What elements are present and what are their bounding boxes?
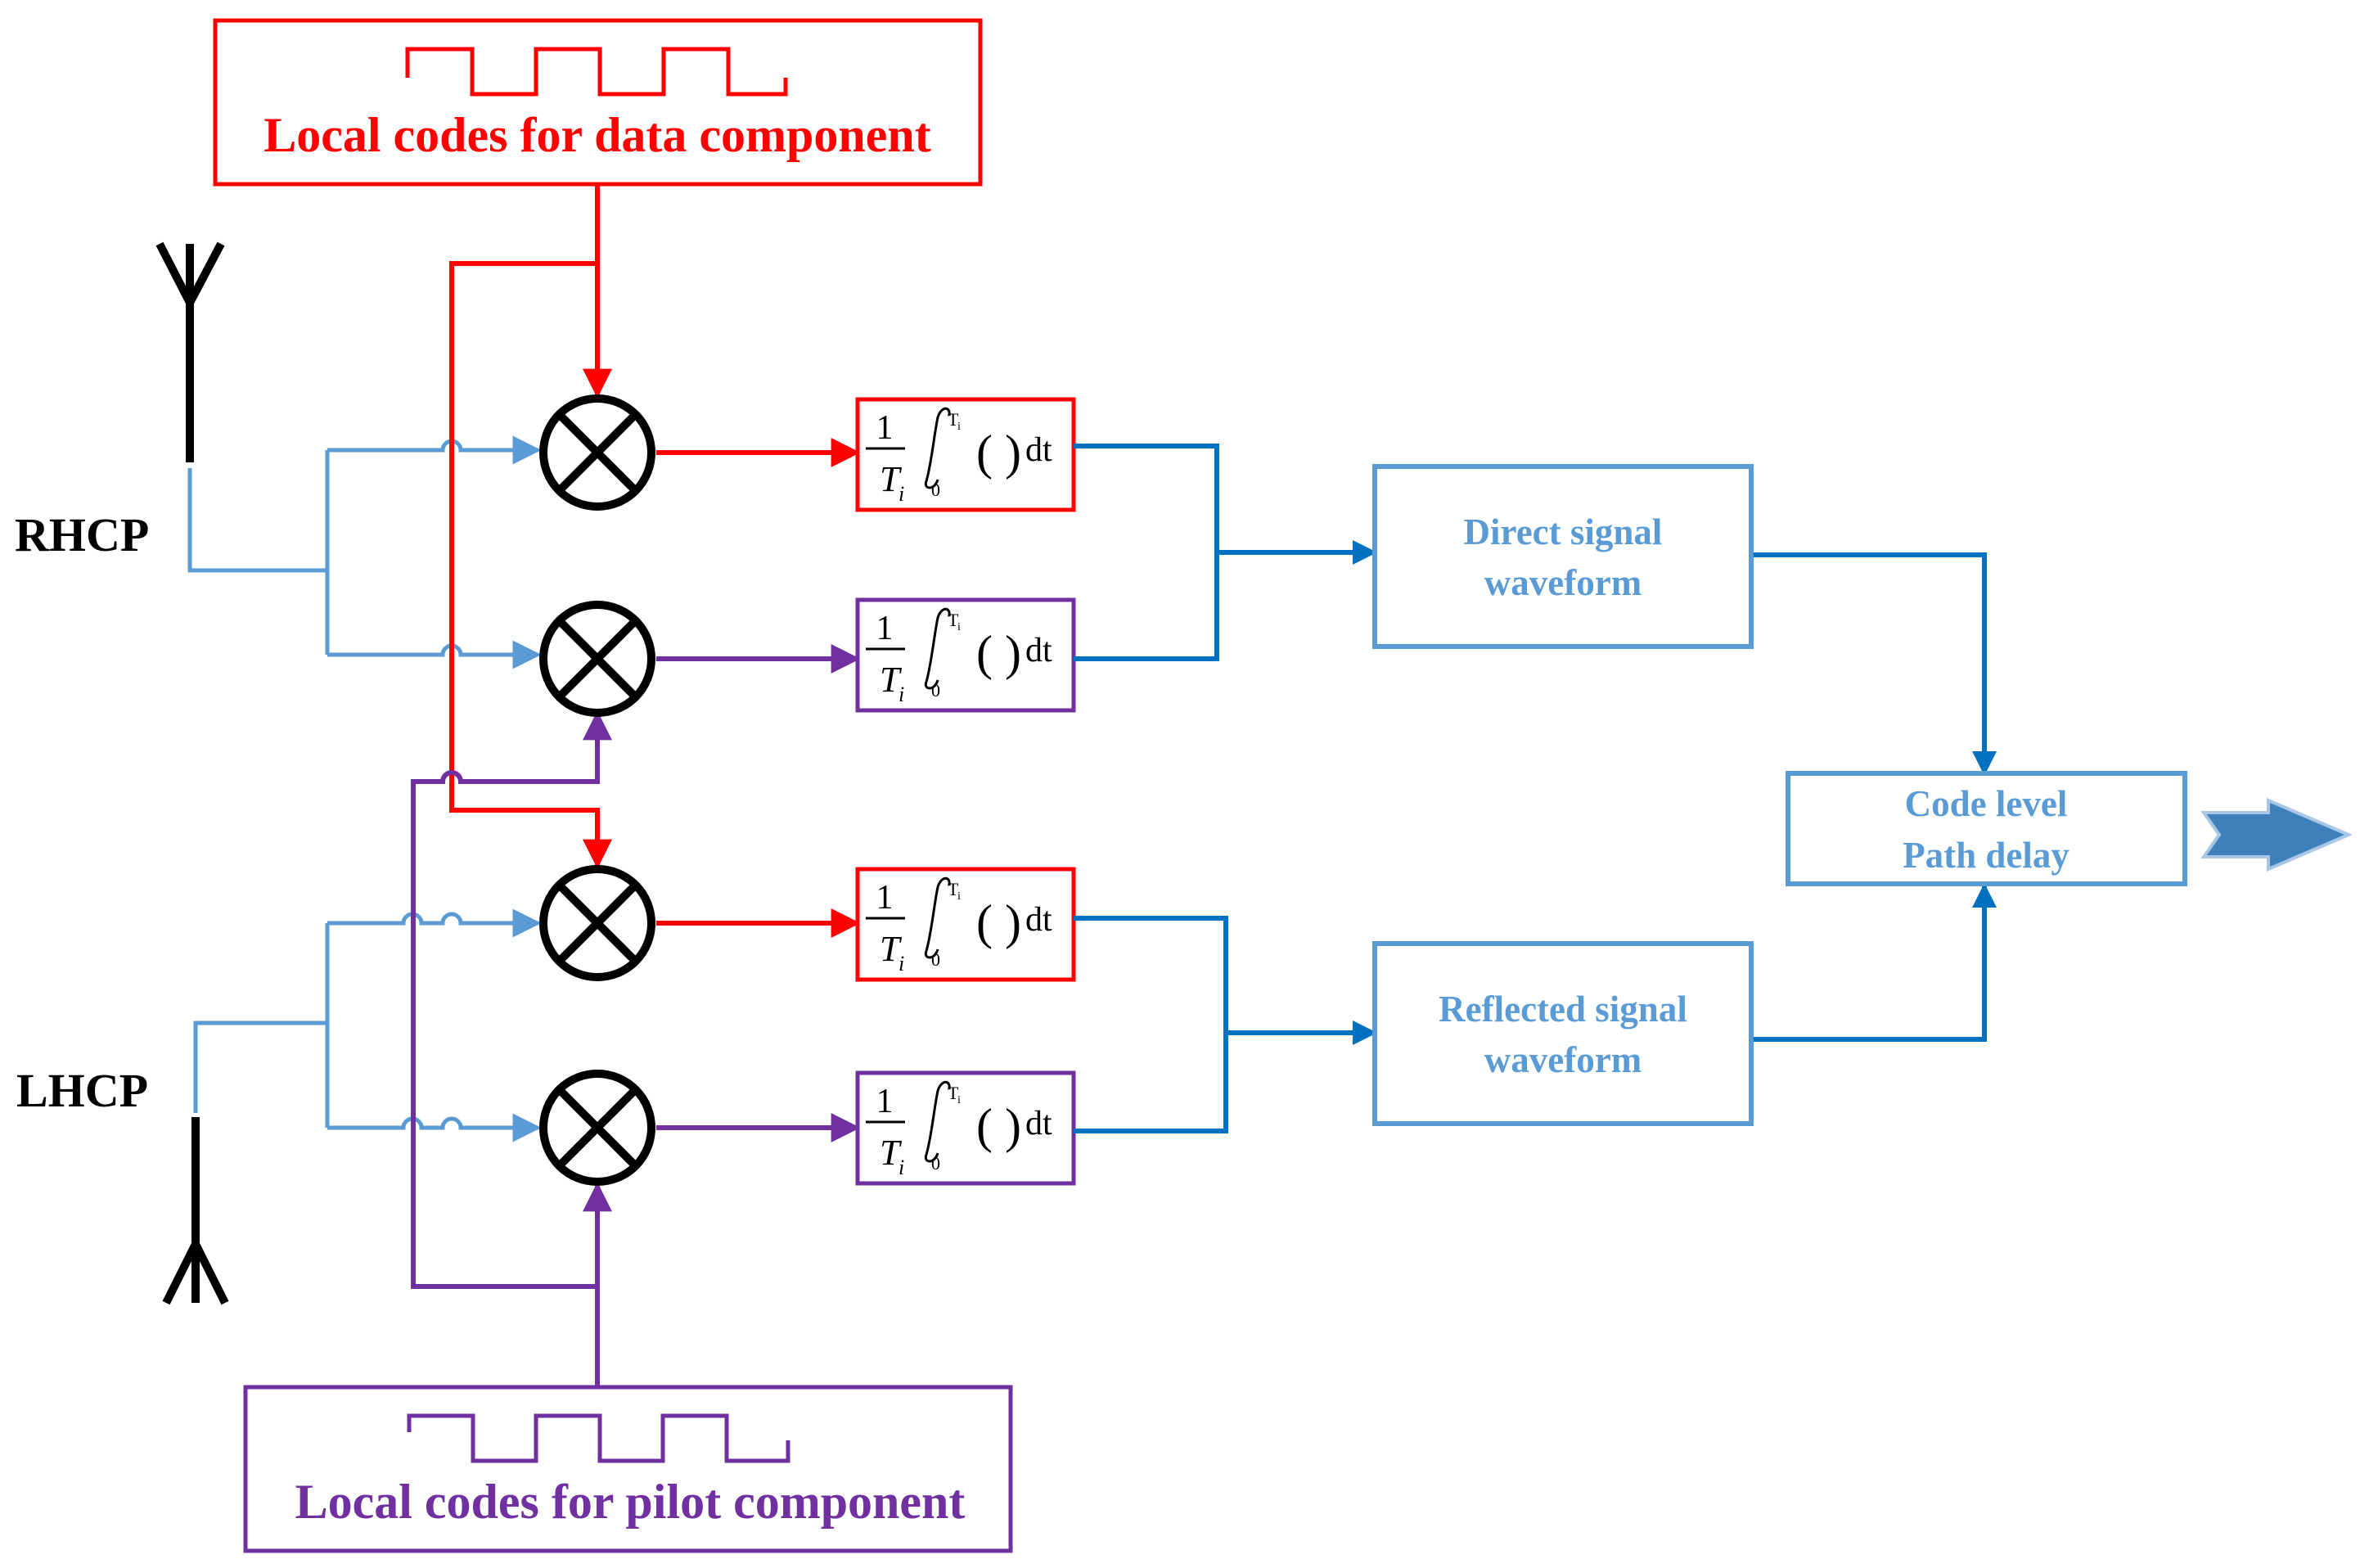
data-code-lines — [449, 184, 861, 938]
multiplier-pilot-lhcp-icon — [539, 1070, 655, 1186]
integrator-data-rhcp — [855, 397, 1076, 512]
reflected-waveform-label-2: waveform — [1484, 1039, 1642, 1080]
lhcp-label: LHCP — [16, 1064, 148, 1117]
rhcp-antenna-icon — [155, 241, 225, 462]
integrator-pilot-lhcp — [855, 1070, 1076, 1186]
multiplier-data-lhcp-icon — [539, 865, 655, 981]
path-delay-block: Code level Path delay — [1786, 771, 2187, 886]
pilot-code-waveform-icon — [407, 1413, 790, 1463]
data-code-label: Local codes for data component — [263, 108, 931, 162]
pilot-code-block: Local codes for pilot component — [243, 1385, 1013, 1553]
rhcp-label: RHCP — [15, 508, 149, 561]
multiplier-pilot-rhcp-icon — [539, 601, 655, 717]
direct-waveform-label-2: waveform — [1484, 562, 1642, 603]
reflected-waveform-block: Reflected signal waveform — [1372, 941, 1754, 1126]
path-delay-label-2: Path delay — [1903, 835, 2070, 876]
integrator-data-lhcp — [855, 867, 1076, 982]
combine-lines — [1074, 444, 1997, 1133]
output-arrow-icon — [2200, 797, 2353, 872]
integrator-pilot-rhcp — [855, 597, 1076, 713]
data-code-block: Local codes for data component — [213, 18, 983, 187]
data-code-waveform-icon — [405, 47, 788, 97]
pilot-code-label: Local codes for pilot component — [295, 1475, 966, 1529]
direct-waveform-label-1: Direct signal — [1464, 511, 1663, 552]
pilot-code-lines — [411, 644, 861, 1387]
lhcp-antenna-icon — [162, 1117, 229, 1305]
multiplier-data-rhcp-icon — [539, 394, 655, 511]
lhcp-feed-lines — [193, 908, 542, 1142]
rhcp-feed-lines — [187, 435, 542, 669]
direct-waveform-block: Direct signal waveform — [1372, 464, 1754, 649]
reflected-waveform-label-1: Reflected signal — [1439, 989, 1687, 1030]
path-delay-label-1: Code level — [1905, 783, 2068, 824]
